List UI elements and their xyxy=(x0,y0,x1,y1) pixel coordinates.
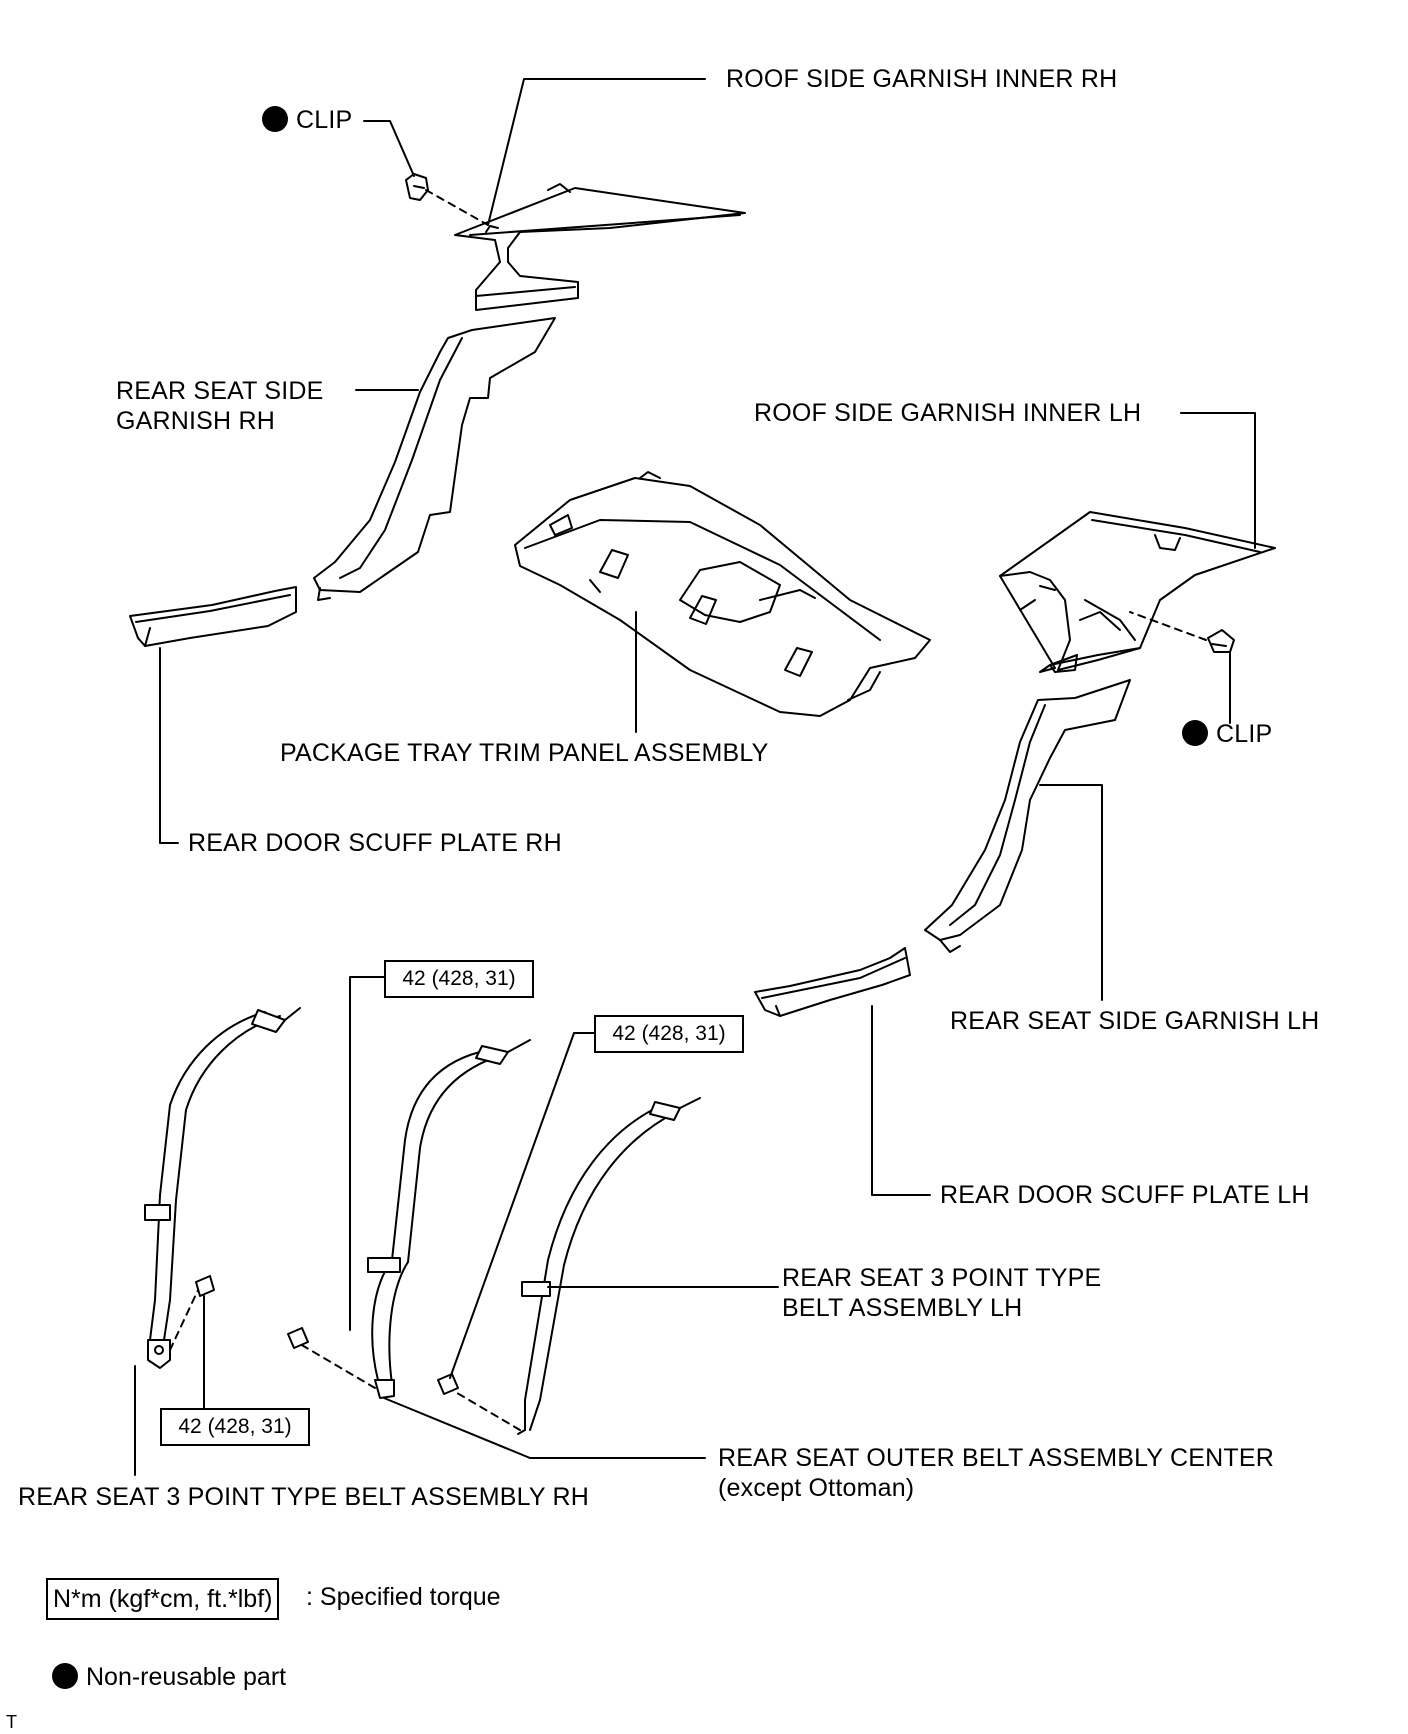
torque-value-box: 42 (428, 31) xyxy=(384,960,534,998)
label-roof-side-garnish-inner-lh: ROOF SIDE GARNISH INNER LH xyxy=(754,399,1142,427)
label-rear-seat-3-point-belt-rh: REAR SEAT 3 POINT TYPE BELT ASSEMBLY RH xyxy=(18,1483,589,1511)
label-clip-lh: CLIP xyxy=(1182,719,1272,749)
legend-torque-description: : Specified torque xyxy=(306,1583,501,1611)
label-package-tray-trim-panel: PACKAGE TRAY TRIM PANEL ASSEMBLY xyxy=(280,739,769,767)
roof-side-garnish-inner-lh-part xyxy=(999,511,1276,673)
non-reusable-dot-icon xyxy=(1182,720,1208,746)
bolt-rh-part xyxy=(195,1275,215,1297)
rear-seat-3-point-belt-lh-part xyxy=(451,1097,701,1435)
rear-seat-outer-belt-center-part xyxy=(299,1039,531,1399)
bolt-lh-part xyxy=(437,1373,459,1395)
label-clip-rh: CLIP xyxy=(262,105,352,135)
non-reusable-dot-icon xyxy=(262,106,288,132)
clip-rh-part xyxy=(405,173,489,226)
rear-seat-side-garnish-lh-part xyxy=(924,679,1131,953)
rear-seat-3-point-belt-rh-part xyxy=(144,1007,301,1369)
rear-door-scuff-plate-lh-part xyxy=(754,947,911,1017)
bolt-center-part xyxy=(287,1327,309,1349)
corner-mark: T xyxy=(6,1712,17,1732)
label-rear-seat-outer-belt-center: REAR SEAT OUTER BELT ASSEMBLY CENTER(exc… xyxy=(718,1444,1274,1502)
label-roof-side-garnish-inner-rh: ROOF SIDE GARNISH INNER RH xyxy=(726,65,1118,93)
label-rear-door-scuff-plate-lh: REAR DOOR SCUFF PLATE LH xyxy=(940,1181,1310,1209)
clip-lh-part xyxy=(1129,611,1235,653)
non-reusable-dot-icon xyxy=(52,1663,78,1689)
package-tray-trim-panel-part xyxy=(514,471,931,717)
legend-non-reusable: Non-reusable part xyxy=(52,1662,286,1692)
label-rear-seat-side-garnish-lh: REAR SEAT SIDE GARNISH LH xyxy=(950,1007,1320,1035)
rear-door-scuff-plate-rh-part xyxy=(129,586,297,647)
legend-torque-unit-box: N*m (kgf*cm, ft.*lbf) xyxy=(46,1578,280,1620)
roof-side-garnish-inner-rh-part xyxy=(454,183,746,311)
rear-seat-side-garnish-rh-part xyxy=(313,317,556,601)
torque-value-box: 42 (428, 31) xyxy=(594,1015,744,1053)
label-rear-door-scuff-plate-rh: REAR DOOR SCUFF PLATE RH xyxy=(188,829,562,857)
torque-value-box: 42 (428, 31) xyxy=(160,1408,310,1446)
